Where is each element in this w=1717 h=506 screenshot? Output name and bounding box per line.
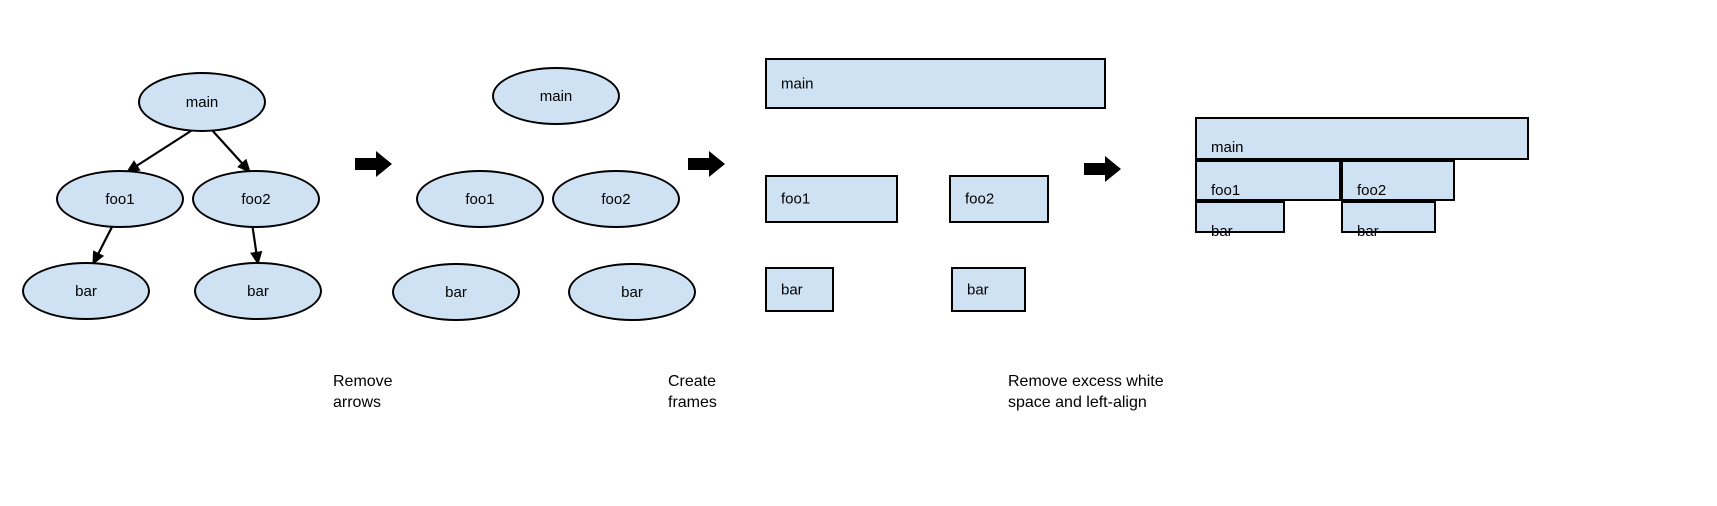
node-foo1-noarrows[interactable]: foo1 <box>416 170 544 228</box>
frame-label: bar <box>967 281 989 298</box>
frame-label: foo2 <box>965 190 995 208</box>
edge-main-to-foo1 <box>125 128 195 173</box>
nested-frame-bar2[interactable]: bar <box>1341 201 1436 240</box>
node-main-noarrows[interactable]: main <box>492 67 620 125</box>
node-label: foo1 <box>465 190 495 208</box>
frame-label: foo1 <box>1211 182 1241 199</box>
frame-bar2[interactable]: bar <box>951 267 1026 312</box>
node-label: bar <box>75 282 97 300</box>
frame-label: bar <box>1211 223 1233 240</box>
node-label: main <box>539 87 573 105</box>
node-bar2-noarrows[interactable]: bar <box>568 263 696 321</box>
node-label: foo2 <box>601 190 631 208</box>
node-label: main <box>185 93 219 111</box>
node-label: bar <box>445 283 467 301</box>
caption-remove-whitespace: Remove excess white space and left-align <box>1008 373 1164 411</box>
caption-remove-arrows: Remove arrows <box>333 373 393 411</box>
edge-foo2-to-bar2 <box>250 222 263 266</box>
node-main-graph[interactable]: main <box>138 72 266 132</box>
frame-label: foo1 <box>781 190 811 208</box>
frame-bar1[interactable]: bar <box>765 267 834 312</box>
nested-frame-main[interactable]: main <box>1195 117 1529 160</box>
node-foo2-graph[interactable]: foo2 <box>192 170 320 228</box>
node-bar2-graph[interactable]: bar <box>194 262 322 320</box>
node-label: foo1 <box>105 190 135 208</box>
step-arrow-2-icon <box>688 150 726 178</box>
frame-foo1[interactable]: foo1 <box>765 175 898 223</box>
node-foo1-graph[interactable]: foo1 <box>56 170 184 228</box>
node-label: bar <box>621 283 643 301</box>
frame-label: main <box>781 75 814 92</box>
edge-foo1-to-bar1 <box>92 222 115 266</box>
step-arrow-1-icon <box>355 150 393 178</box>
node-label: foo2 <box>241 190 271 208</box>
nested-frame-foo2[interactable]: foo2 <box>1341 160 1455 201</box>
frame-label: main <box>1211 139 1244 156</box>
frame-main[interactable]: main <box>765 58 1106 109</box>
nested-frame-foo1[interactable]: foo1 <box>1195 160 1341 201</box>
frame-label: bar <box>781 281 803 298</box>
frame-label: foo2 <box>1357 182 1387 199</box>
caption-create-frames: Create frames <box>668 373 717 411</box>
frame-label: bar <box>1357 223 1379 240</box>
node-label: bar <box>247 282 269 300</box>
frame-foo2[interactable]: foo2 <box>949 175 1049 223</box>
nested-frame-bar1[interactable]: bar <box>1195 201 1285 240</box>
step-arrow-3-icon <box>1084 155 1122 183</box>
node-foo2-noarrows[interactable]: foo2 <box>552 170 680 228</box>
node-bar1-graph[interactable]: bar <box>22 262 150 320</box>
edge-main-to-foo2 <box>210 128 251 173</box>
node-bar1-noarrows[interactable]: bar <box>392 263 520 321</box>
